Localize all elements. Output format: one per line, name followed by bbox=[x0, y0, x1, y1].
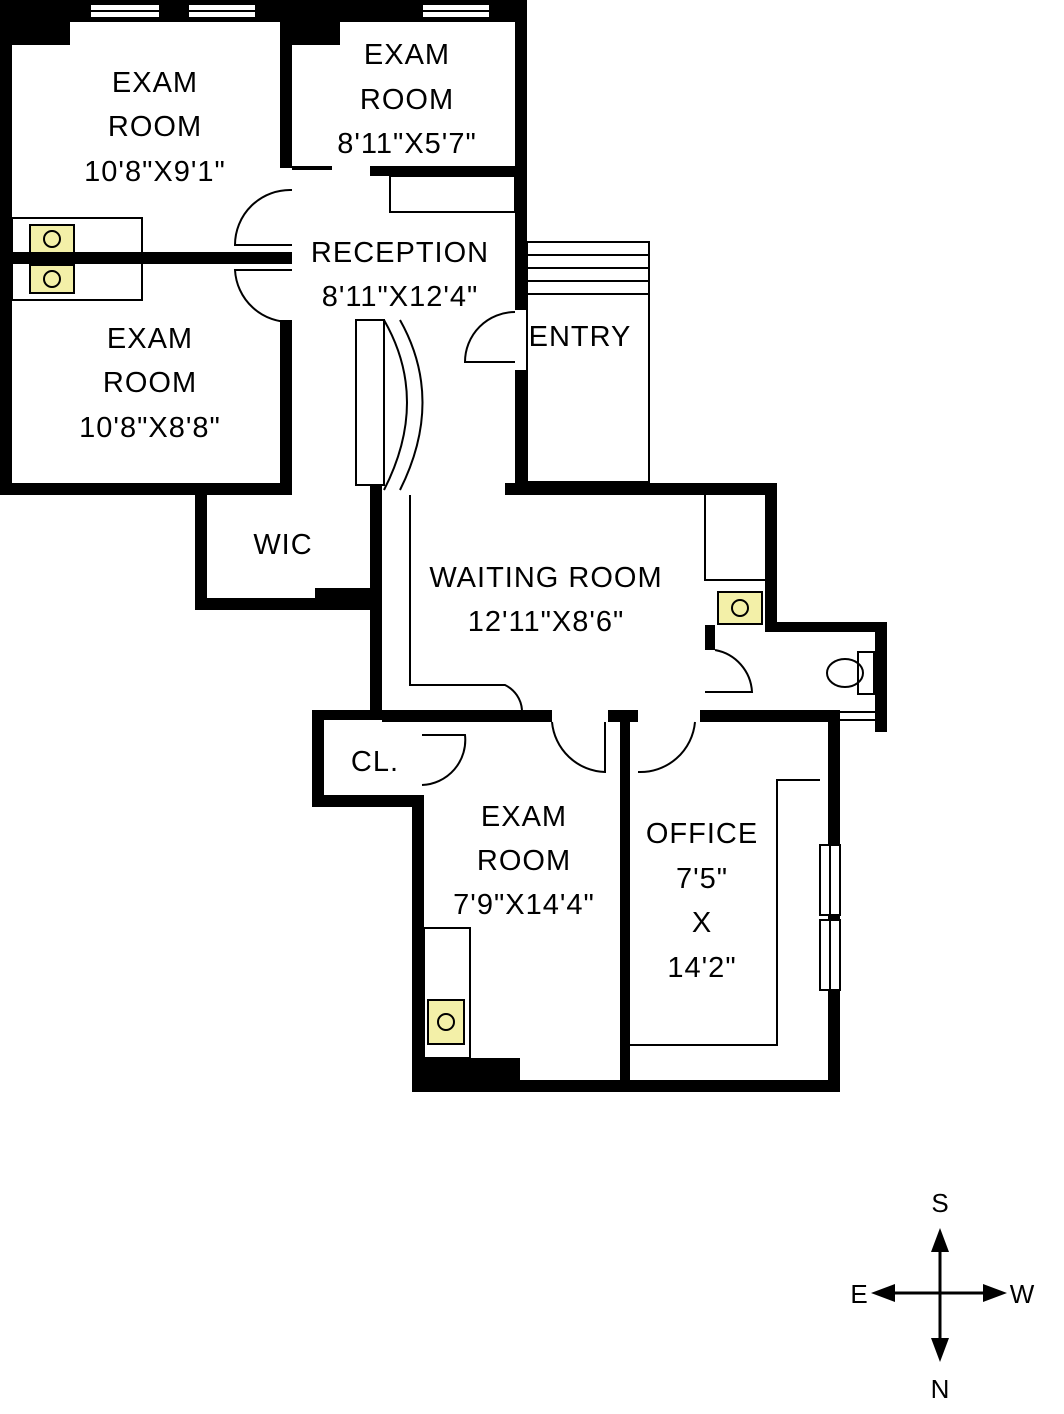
room-entry: ENTRY bbox=[529, 321, 632, 353]
arrow-right-icon bbox=[983, 1284, 1007, 1302]
room-waiting: WAITING ROOM 12'11"X8'6" bbox=[429, 562, 662, 638]
room-dims: 10'8"X8'8" bbox=[79, 412, 221, 444]
room-dims: 10'8"X9'1" bbox=[84, 156, 226, 188]
room-name: WAITING ROOM bbox=[429, 562, 662, 594]
room-exam-4: EXAM ROOM 7'9"X14'4" bbox=[453, 801, 595, 921]
room-dims: 8'11"X12'4" bbox=[322, 281, 479, 313]
room-wic: WIC bbox=[253, 529, 312, 561]
room-office: OFFICE 7'5" X 14'2" bbox=[646, 818, 758, 984]
room-dims: 7'9"X14'4" bbox=[453, 889, 595, 921]
room-name: ROOM bbox=[360, 84, 454, 116]
room-name: RECEPTION bbox=[311, 237, 489, 269]
room-closet: CL. bbox=[351, 746, 399, 778]
room-name: OFFICE bbox=[646, 818, 758, 850]
room-dims: 14'2" bbox=[667, 952, 736, 984]
compass-west: W bbox=[1010, 1279, 1035, 1309]
room-exam-1: EXAM ROOM 10'8"X9'1" bbox=[84, 67, 226, 188]
compass-south: S bbox=[931, 1188, 948, 1218]
sink-icon bbox=[427, 999, 465, 1045]
room-name: ROOM bbox=[477, 845, 571, 877]
stairs bbox=[526, 241, 650, 483]
room-name: EXAM bbox=[112, 67, 198, 99]
room-name: ROOM bbox=[108, 111, 202, 143]
room-name: EXAM bbox=[107, 323, 193, 355]
sink-icon bbox=[717, 591, 763, 625]
walls bbox=[0, 0, 887, 1092]
room-name: ROOM bbox=[103, 367, 197, 399]
room-name: EXAM bbox=[364, 39, 450, 71]
doors-and-details bbox=[11, 175, 875, 1059]
room-reception: RECEPTION 8'11"X12'4" bbox=[311, 237, 489, 313]
room-exam-3: EXAM ROOM 10'8"X8'8" bbox=[79, 323, 221, 444]
arrow-down-icon bbox=[931, 1338, 949, 1362]
arrow-left-icon bbox=[871, 1284, 895, 1302]
compass-rose: S N E W bbox=[850, 1188, 1034, 1404]
room-dims: 8'11"X5'7" bbox=[337, 128, 477, 160]
compass-east: E bbox=[850, 1279, 867, 1309]
room-dims-x: X bbox=[692, 907, 712, 939]
room-exam-2: EXAM ROOM 8'11"X5'7" bbox=[337, 39, 477, 160]
windows bbox=[89, 3, 841, 991]
sink-icon bbox=[29, 264, 75, 294]
compass-north: N bbox=[931, 1374, 950, 1404]
room-dims: 7'5" bbox=[676, 863, 728, 895]
room-dims: 12'11"X8'6" bbox=[468, 606, 625, 638]
room-name: EXAM bbox=[481, 801, 567, 833]
toilet-icon bbox=[826, 651, 875, 695]
arrow-up-icon bbox=[931, 1228, 949, 1252]
sink-icon bbox=[29, 224, 75, 254]
